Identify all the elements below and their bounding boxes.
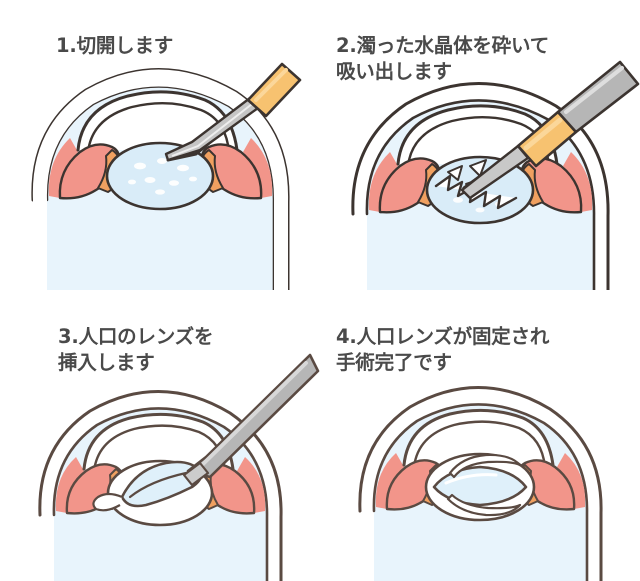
blade-handle	[246, 62, 302, 118]
panel-4-caption: 4.人口レンズが固定され 手術完了です	[336, 325, 550, 374]
phaco-body-highlight	[564, 66, 624, 114]
iol-haptic-leading	[92, 492, 123, 512]
panel-3-caption: 3.人口のレンズを 挿入します	[58, 325, 214, 374]
choroid-band-right	[557, 453, 586, 509]
panel-step-4: 4.人口レンズが固定され 手術完了です	[320, 291, 640, 581]
lens-fragment-b	[469, 159, 487, 177]
panel-3-artwork	[0, 291, 320, 581]
panel-step-2: 2.濁った水晶体を砕いて 吸い出します	[320, 0, 640, 290]
iol-optic-shine	[444, 473, 498, 485]
blade-handle-highlight	[254, 68, 288, 102]
phaco-collar-highlight	[523, 117, 563, 151]
iol-injector-instrument	[182, 353, 320, 487]
cornea-dome	[82, 412, 235, 471]
cornea-inner	[412, 420, 547, 469]
choroid-band-right	[563, 152, 593, 212]
cornea-dome	[402, 408, 555, 467]
eye-cross-section-4	[358, 386, 603, 581]
sclera-inner-wall	[52, 407, 269, 581]
choroid-band	[375, 453, 404, 509]
lens-fragment-a	[447, 165, 463, 181]
blade-highlight	[171, 103, 253, 157]
panel-1-artwork	[0, 0, 320, 290]
folded-iol-fold-line	[128, 471, 188, 499]
choroid-band-right	[243, 138, 273, 198]
injector-tip	[182, 461, 210, 487]
sclera-inner-wall	[365, 99, 596, 290]
cornea-inner	[92, 424, 227, 473]
iol-haptic-lower	[446, 493, 522, 517]
panel-4-artwork	[320, 291, 640, 581]
phaco-body	[556, 60, 640, 134]
panel-2-artwork	[320, 0, 640, 290]
keratome-blade-instrument	[164, 62, 302, 162]
crystalline-lens-clouded	[105, 141, 215, 211]
choroid-band	[55, 457, 84, 513]
sclera-inner-wall	[372, 403, 589, 581]
sclera-outer-wall	[38, 390, 283, 581]
choroid-band	[368, 152, 398, 212]
panel-step-3: 3.人口のレンズを 挿入します	[0, 291, 320, 581]
panel-1-caption: 1.切開します	[56, 34, 174, 57]
iris-right	[200, 143, 263, 200]
iris-right	[520, 157, 583, 214]
iol-haptic-upper	[448, 453, 522, 479]
sclera-outer-wall	[351, 82, 610, 290]
lens-opacity-speckles	[128, 158, 197, 195]
phaco-handpiece-instrument	[460, 60, 640, 200]
injector-highlight	[198, 361, 308, 469]
choroid-band	[48, 138, 78, 198]
panel-step-1: 1.切開します	[0, 0, 320, 290]
choroid-band-right	[237, 457, 266, 513]
sclera-outer-wall	[358, 386, 603, 581]
panel-2-caption: 2.濁った水晶体を砕いて 吸い出します	[336, 34, 549, 83]
